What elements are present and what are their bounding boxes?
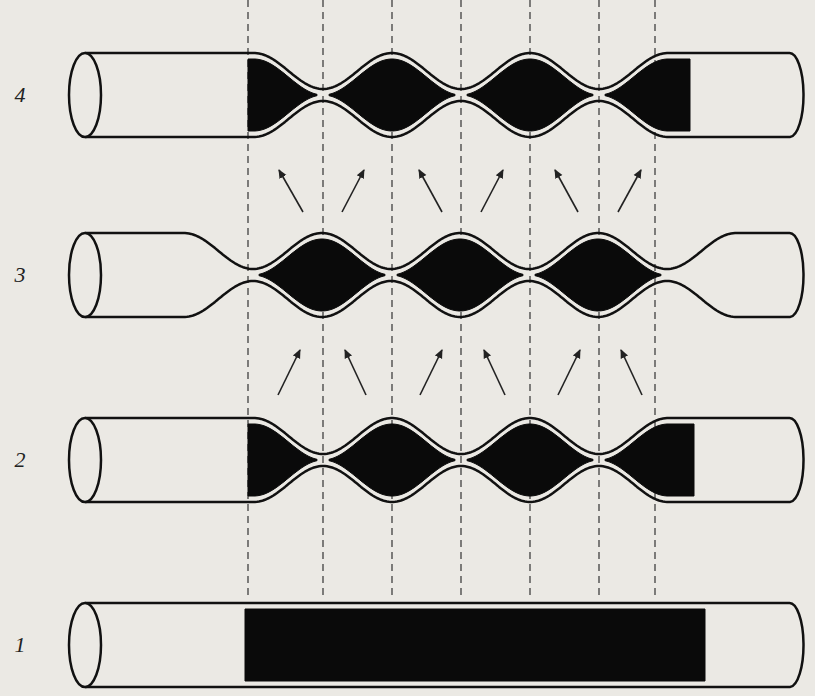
- liquid-column: [467, 59, 593, 131]
- liquid-column: [259, 239, 385, 311]
- tube-wall: [85, 233, 804, 317]
- stage-number: 1: [15, 634, 26, 656]
- stage-number: 3: [15, 264, 26, 286]
- tubes: [69, 53, 804, 687]
- tube-opening: [69, 53, 101, 137]
- liquid-column: [605, 59, 690, 131]
- liquid-column: [397, 239, 523, 311]
- liquid-column: [329, 59, 455, 131]
- liquid-column: [245, 609, 705, 681]
- liquid-column: [248, 424, 317, 496]
- stage-number: 4: [15, 84, 26, 106]
- tube-opening: [69, 233, 101, 317]
- stage-number: 2: [15, 449, 26, 471]
- liquid-column: [467, 424, 593, 496]
- tube-opening: [69, 418, 101, 502]
- tube-wall: [85, 418, 804, 502]
- liquid-column: [605, 424, 694, 496]
- tube-opening: [69, 603, 101, 687]
- tube-wall: [85, 53, 804, 137]
- liquid-column: [248, 59, 317, 131]
- liquid-column: [535, 239, 661, 311]
- liquid-column: [329, 424, 455, 496]
- tube-wall: [85, 603, 804, 687]
